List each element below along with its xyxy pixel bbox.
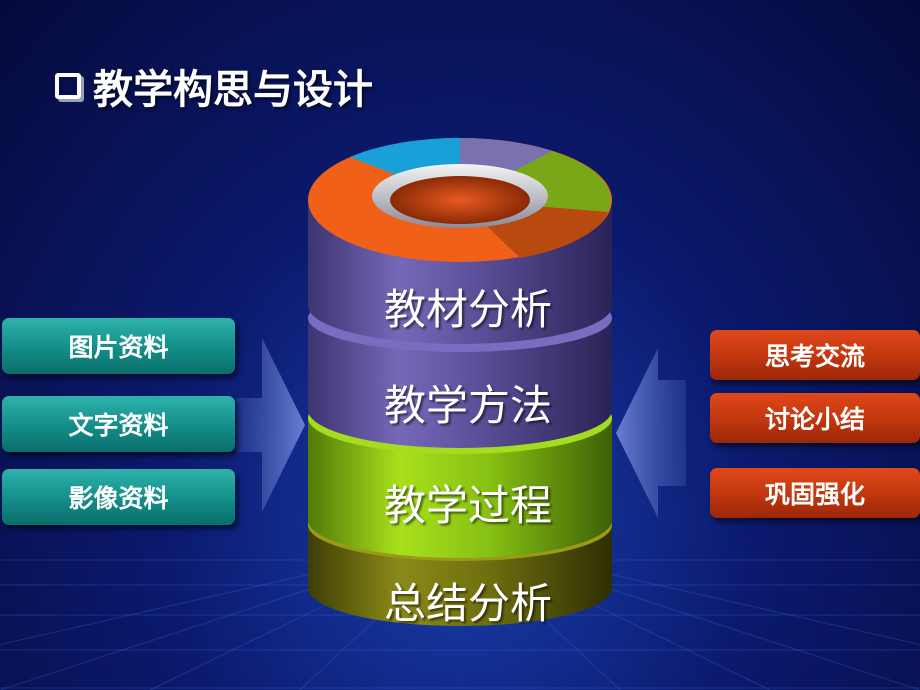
checkbox-bullet-icon (55, 73, 81, 99)
layer-label-1: 教材分析 (383, 285, 552, 334)
slide-title: 教学构思与设计 (55, 58, 373, 114)
layer-label-2: 教学方法 (383, 381, 552, 430)
right-arrow (616, 348, 686, 518)
right-item-box: 思考交流 (710, 330, 920, 380)
right-item-box: 讨论小结 (710, 393, 920, 443)
right-item-box: 巩固强化 (710, 468, 920, 518)
layer-label-3: 教学过程 (383, 481, 552, 530)
left-arrow (236, 338, 305, 512)
top-pie-ring (308, 137, 612, 262)
slide-title-text: 教学构思与设计 (93, 67, 373, 113)
left-item-box: 影像资料 (2, 469, 235, 525)
left-item-box: 图片资料 (2, 318, 235, 374)
left-item-box: 文字资料 (2, 396, 235, 452)
layer-label-4: 总结分析 (383, 579, 552, 628)
